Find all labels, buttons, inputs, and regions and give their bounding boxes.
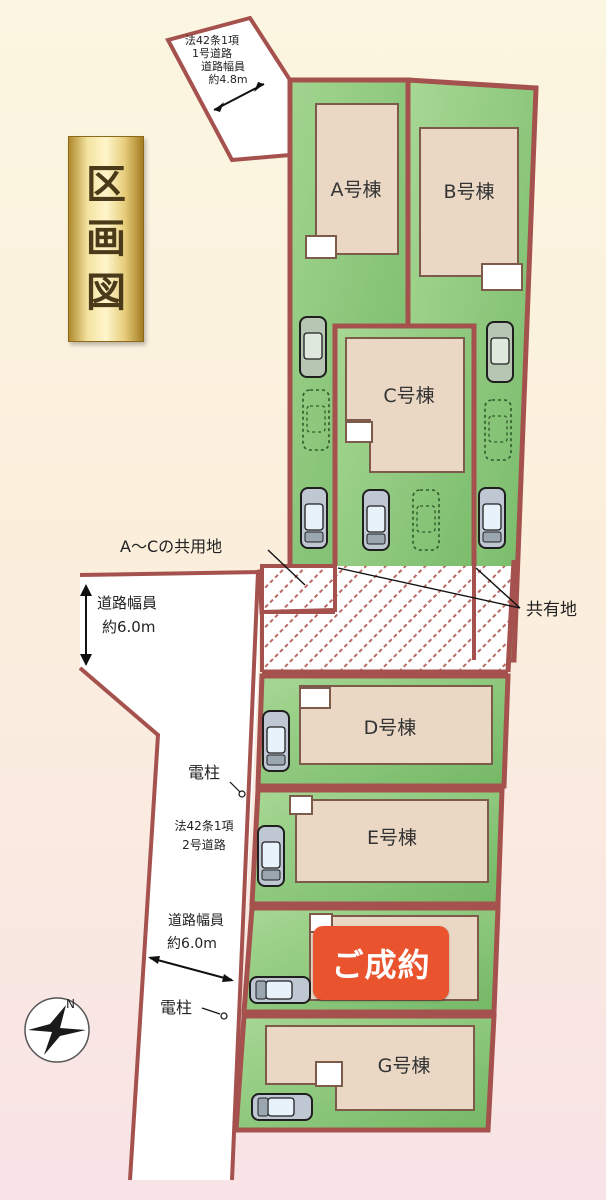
building-a xyxy=(315,103,399,255)
sold-badge: ご成約 xyxy=(313,926,449,1000)
co-owned-land-label: 共有地 xyxy=(526,600,577,620)
building-e-porch xyxy=(289,795,313,815)
shared-land-ac-leader xyxy=(267,549,306,586)
compass-icon: N xyxy=(24,997,90,1063)
left-road-width-line-2: 約6.0m xyxy=(102,618,155,636)
car-a-1 xyxy=(299,316,327,378)
car-b-2 xyxy=(478,487,506,549)
lot-c-label: C号棟 xyxy=(383,385,434,407)
shared-land-right-edge xyxy=(505,559,517,673)
title-char-2: 画 xyxy=(86,215,126,262)
top-road-arrowhead-2 xyxy=(254,82,264,92)
side-road-width-arrow xyxy=(149,957,233,981)
side-road-edge-left xyxy=(78,666,161,1181)
side-road-edge-right xyxy=(230,571,260,1181)
title-char-3: 図 xyxy=(86,269,126,316)
building-c-porch xyxy=(345,421,373,443)
co-owned-land-leader-2 xyxy=(475,567,521,609)
side-road-type-line-2: 2号道路 xyxy=(182,837,226,852)
car-c-1 xyxy=(362,489,390,551)
car-e xyxy=(257,825,285,887)
shared-land-ac-label: A～Cの共用地 xyxy=(120,537,222,556)
title-char-1: 区 xyxy=(86,161,126,208)
building-g xyxy=(265,1025,475,1111)
pole-label-2: 電柱 xyxy=(160,998,192,1017)
pole-leader-2 xyxy=(201,1007,221,1015)
top-road-arrowhead-1 xyxy=(214,102,224,112)
car-f xyxy=(249,976,311,1004)
left-road-width-line-1: 道路幅員 xyxy=(97,594,157,612)
side-road-type-line-1: 法42条1項 xyxy=(175,819,234,833)
side-road-width-line-1: 道路幅員 xyxy=(168,913,224,929)
left-road-arrowhead-1 xyxy=(80,584,92,596)
co-owned-land-leader-1 xyxy=(337,567,521,609)
title-plaque: 区 画 図 xyxy=(68,136,144,342)
compass-north: N xyxy=(66,997,75,1011)
top-road-line-1: 法42条1項 xyxy=(185,33,239,47)
lot-e-label: E号棟 xyxy=(367,827,417,849)
side-road-edge-top xyxy=(79,570,263,577)
lot-d-label: D号棟 xyxy=(364,717,417,739)
car-g xyxy=(251,1093,313,1121)
pole-marker-2 xyxy=(220,1012,228,1020)
building-e xyxy=(295,799,489,883)
pole-leader-1 xyxy=(229,781,241,793)
car-a-2 xyxy=(300,487,328,549)
pole-marker-1 xyxy=(238,790,246,798)
lot-b-label: B号棟 xyxy=(443,181,494,203)
lot-g-label: G号棟 xyxy=(378,1055,431,1077)
side-road-arrowhead-2 xyxy=(222,974,234,982)
building-d-porch xyxy=(299,687,331,709)
building-a-porch xyxy=(305,235,337,259)
pole-label-1: 電柱 xyxy=(188,763,220,782)
top-road-line-2: 1号道路 xyxy=(192,46,232,60)
building-g-porch xyxy=(315,1061,343,1087)
building-b-porch xyxy=(481,263,523,291)
car-b-1 xyxy=(486,321,514,383)
lot-a-label: A号棟 xyxy=(331,179,382,201)
top-road-line-3: 道路幅員 xyxy=(201,59,245,73)
building-c xyxy=(345,337,465,473)
side-road-width-line-2: 約6.0m xyxy=(167,936,217,952)
building-d xyxy=(299,685,493,765)
left-road-arrowhead-2 xyxy=(80,654,92,666)
top-road-line-4: 約4.8m xyxy=(208,72,247,86)
side-road xyxy=(80,572,260,1180)
car-d xyxy=(262,710,290,772)
side-road-arrowhead-1 xyxy=(148,956,160,964)
